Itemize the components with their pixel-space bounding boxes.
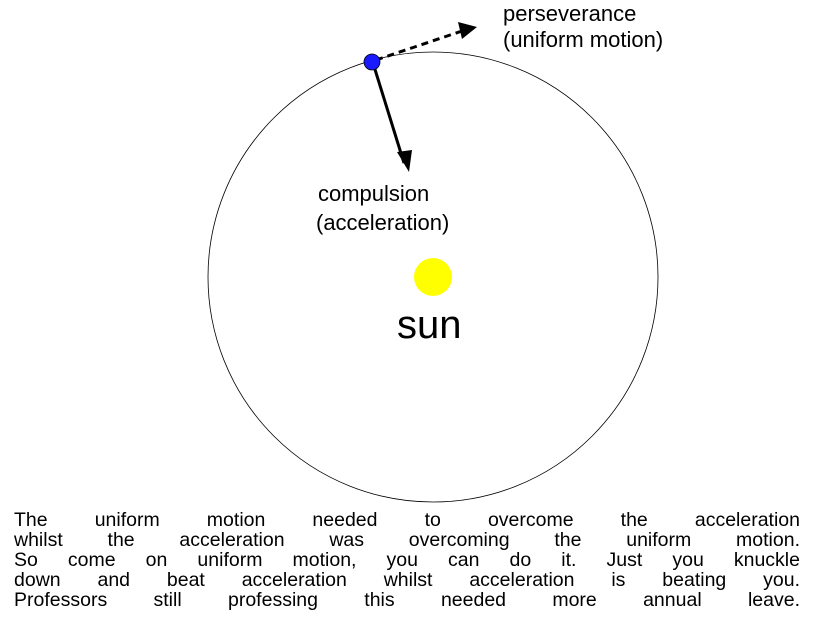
perseverance-arrowhead [458,22,477,39]
planet [363,53,381,71]
perseverance-arrow [375,29,463,62]
acceleration-label: (acceleration) [316,210,449,235]
caption-line: down and beat acceleration whilst accele… [14,569,800,591]
caption-line: The uniform motion needed to overcome th… [14,509,800,531]
sun-label: sun [397,303,462,347]
compulsion-arrowhead [397,150,412,172]
sun [414,258,452,296]
caption-line: Professors still professing this needed … [14,589,800,611]
perseverance-label: perseverance [503,1,636,26]
compulsion-label: compulsion [318,181,429,206]
orbit-circle [207,51,659,503]
caption-line: So come on uniform motion, you can do it… [14,549,800,571]
caption: The uniform motion needed to overcome th… [14,510,800,610]
uniform-motion-label: (uniform motion) [503,27,663,52]
caption-line: whilst the acceleration was overcoming t… [14,529,800,551]
compulsion-arrow [371,62,406,164]
